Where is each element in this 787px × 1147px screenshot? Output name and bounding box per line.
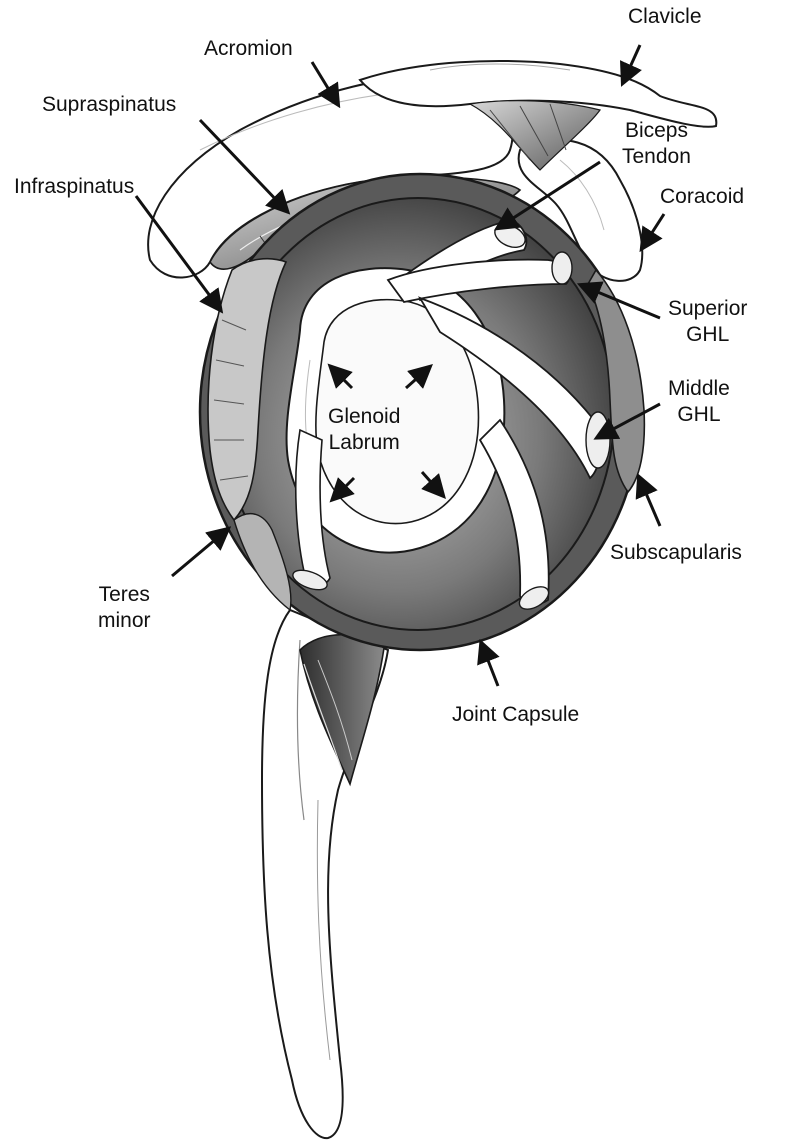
arrow-joint-capsule — [484, 650, 498, 686]
arrow-teres-minor — [172, 534, 222, 576]
label-clavicle: Clavicle — [628, 4, 702, 30]
label-biceps-line1: Biceps — [622, 118, 691, 144]
label-middle-line1: Middle — [668, 376, 730, 402]
label-coracoid: Coracoid — [660, 184, 744, 210]
arrow-coracoid — [646, 214, 664, 242]
label-teres-minor: Teres minor — [98, 582, 151, 634]
label-glenoid-line1: Glenoid — [328, 404, 400, 430]
label-superior-line1: Superior — [668, 296, 747, 322]
label-glenoid-line2: Labrum — [328, 430, 400, 456]
label-middle-ghl: Middle GHL — [668, 376, 730, 428]
label-supraspinatus: Supraspinatus — [42, 92, 176, 118]
label-acromion: Acromion — [204, 36, 293, 62]
arrow-subscapularis — [642, 484, 660, 526]
label-teres-line2: minor — [98, 608, 151, 634]
label-biceps-tendon: Biceps Tendon — [622, 118, 691, 170]
label-infraspinatus: Infraspinatus — [14, 174, 134, 200]
label-superior-line2: GHL — [668, 322, 747, 348]
label-superior-ghl: Superior GHL — [668, 296, 747, 348]
label-glenoid-labrum: Glenoid Labrum — [328, 404, 400, 456]
arrow-clavicle — [626, 45, 640, 76]
label-joint-capsule: Joint Capsule — [452, 702, 579, 728]
label-teres-line1: Teres — [98, 582, 151, 608]
label-biceps-line2: Tendon — [622, 144, 691, 170]
label-middle-line2: GHL — [668, 402, 730, 428]
label-subscapularis: Subscapularis — [610, 540, 742, 566]
arrow-acromion — [312, 62, 334, 98]
